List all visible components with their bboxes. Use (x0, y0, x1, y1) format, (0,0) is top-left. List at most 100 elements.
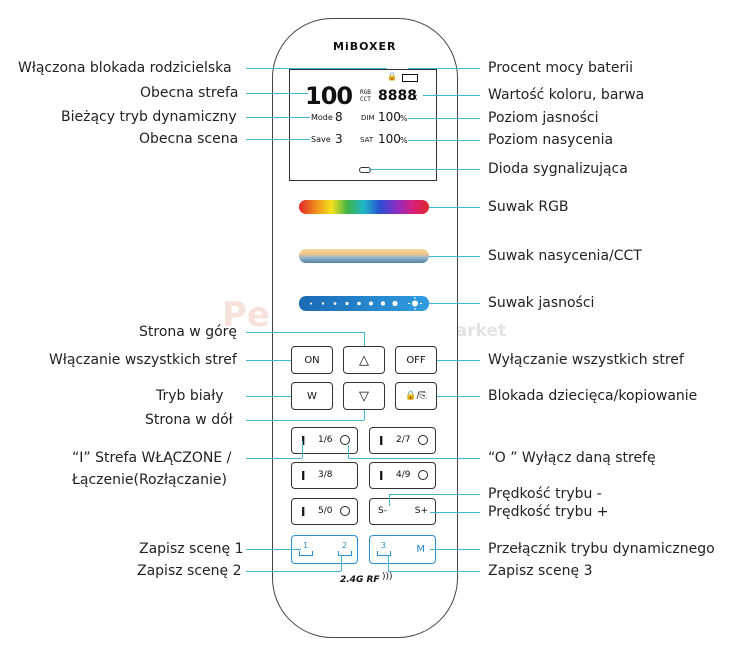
zone-on-icon: I (301, 469, 306, 483)
label-led-indicator: Dioda sygnalizująca (488, 161, 628, 177)
lcd-dim-label: DIM (361, 114, 375, 122)
leader-line (246, 93, 308, 94)
label-save-scene-1: Zapisz scenę 1 (139, 541, 244, 557)
scene-1-2-button[interactable]: 1 2 (291, 535, 358, 564)
leader-line (408, 118, 480, 119)
zone-button-3-8[interactable]: I 3/8 (291, 462, 358, 489)
scene-1-label: 1 (303, 541, 309, 550)
page-down-button[interactable]: ▽ (343, 382, 385, 410)
label-parental-lock: Włączona blokada rodzicielska (18, 60, 232, 76)
zone-off-icon (418, 470, 428, 480)
lcd-mode-value: 8 (335, 110, 343, 124)
zone-off-icon (340, 506, 350, 516)
leader-line (388, 555, 389, 571)
lcd-screen (289, 69, 437, 181)
leader-line (430, 549, 480, 550)
speed-button[interactable]: S- S+ (369, 498, 436, 525)
page-up-button[interactable]: △ (343, 346, 385, 374)
lcd-sat-label: SAT (360, 136, 374, 144)
label-speed-plus: Prędkość trybu + (488, 504, 609, 520)
leader-line (246, 139, 310, 140)
lcd-mode-label: Mode (311, 113, 333, 122)
label-all-on: Włączanie wszystkich stref (49, 352, 237, 368)
label-page-down: Strona w dół (145, 412, 233, 428)
rgb-slider[interactable] (299, 200, 429, 214)
leader-line (430, 512, 480, 513)
all-on-button[interactable]: ON (291, 346, 333, 374)
lcd-cct-label: CCT (360, 96, 371, 103)
speed-plus-label: S+ (414, 506, 428, 516)
leader-line (389, 494, 480, 495)
zone-button-2-7[interactable]: I 2/7 (369, 427, 436, 454)
zone-number: 4/9 (396, 470, 411, 480)
lcd-dim-percent: % (400, 114, 408, 123)
leader-line (408, 140, 480, 141)
scene-2-label: 2 (342, 541, 348, 550)
white-mode-button[interactable]: W (291, 382, 333, 410)
leader-line (302, 441, 303, 458)
label-zone-on-1: “I” Strefa WŁĄCZONE / (72, 450, 232, 466)
zone-on-icon: I (379, 469, 384, 483)
zone-off-icon (340, 435, 350, 445)
label-rgb-slider: Suwak RGB (488, 199, 569, 215)
lcd-dim-value: 100 (378, 110, 401, 124)
zone-on-icon: I (301, 434, 306, 448)
leader-line (246, 420, 364, 421)
label-current-scene: Obecna scena (139, 131, 239, 147)
brand-logo: MiBOXER (333, 40, 397, 53)
label-zone-off: “O ” Wyłącz daną strefę (488, 450, 656, 466)
label-page-up: Strona w górę (139, 324, 238, 340)
zone-number: 1/6 (318, 435, 333, 445)
sat-cct-slider[interactable] (299, 249, 429, 263)
leader-line (389, 494, 390, 506)
leader-line (429, 256, 480, 257)
leader-line (364, 332, 365, 346)
child-lock-button[interactable]: 🔒/⎘ (395, 382, 437, 410)
leader-line (246, 458, 302, 459)
lcd-zone-value: 100 (305, 82, 353, 110)
label-battery: Procent mocy baterii (488, 60, 634, 76)
label-all-off: Wyłączanie wszystkich stref (488, 352, 684, 368)
leader-line (437, 396, 480, 397)
label-saturation-level: Poziom nasycenia (488, 132, 614, 148)
mode-switch-label: M (416, 544, 425, 555)
label-child-lock: Blokada dziecięca/kopiowanie (488, 388, 698, 404)
zone-button-5-0[interactable]: I 5/0 (291, 498, 358, 525)
lcd-sat-value: 100 (378, 132, 401, 146)
label-dynamic-mode: Bieżący tryb dynamiczny (61, 109, 237, 125)
zone-on-icon: I (379, 434, 384, 448)
leader-line (429, 207, 480, 208)
lcd-sat-percent: % (400, 136, 408, 145)
leader-line (364, 410, 365, 420)
scene-2-mark (338, 551, 352, 556)
leader-line (348, 458, 480, 459)
label-current-zone: Obecna strefa (140, 85, 239, 101)
leader-line (246, 332, 364, 333)
lcd-save-label: Save (311, 135, 331, 144)
lcd-color-value: 8888 (378, 88, 417, 104)
leader-line (429, 303, 480, 304)
speed-minus-label: S- (378, 506, 387, 516)
lock-icon: 🔒 (387, 72, 397, 81)
scene-3-mode-button[interactable]: 3 M (369, 535, 436, 564)
leader-line (388, 571, 480, 572)
leader-line (246, 68, 387, 69)
zone-number: 5/0 (318, 506, 333, 516)
rf-label: 2.4G RF (340, 575, 380, 585)
label-brightness-slider: Suwak jasności (488, 295, 595, 311)
leader-line (246, 571, 341, 572)
lcd-rgb-label: RGB (360, 89, 371, 96)
zone-button-4-9[interactable]: I 4/9 (369, 462, 436, 489)
brightness-slider[interactable] (299, 296, 429, 311)
leader-line (246, 549, 301, 550)
scene-3-label: 3 (381, 541, 387, 550)
leader-line (437, 360, 480, 361)
leader-line (246, 360, 291, 361)
leader-line (408, 68, 480, 69)
label-sat-cct-slider: Suwak nasycenia/CCT (488, 248, 642, 264)
leader-line (246, 396, 291, 397)
all-off-button[interactable]: OFF (395, 346, 437, 374)
zone-button-1-6[interactable]: I 1/6 (291, 427, 358, 454)
leader-line (341, 555, 342, 571)
